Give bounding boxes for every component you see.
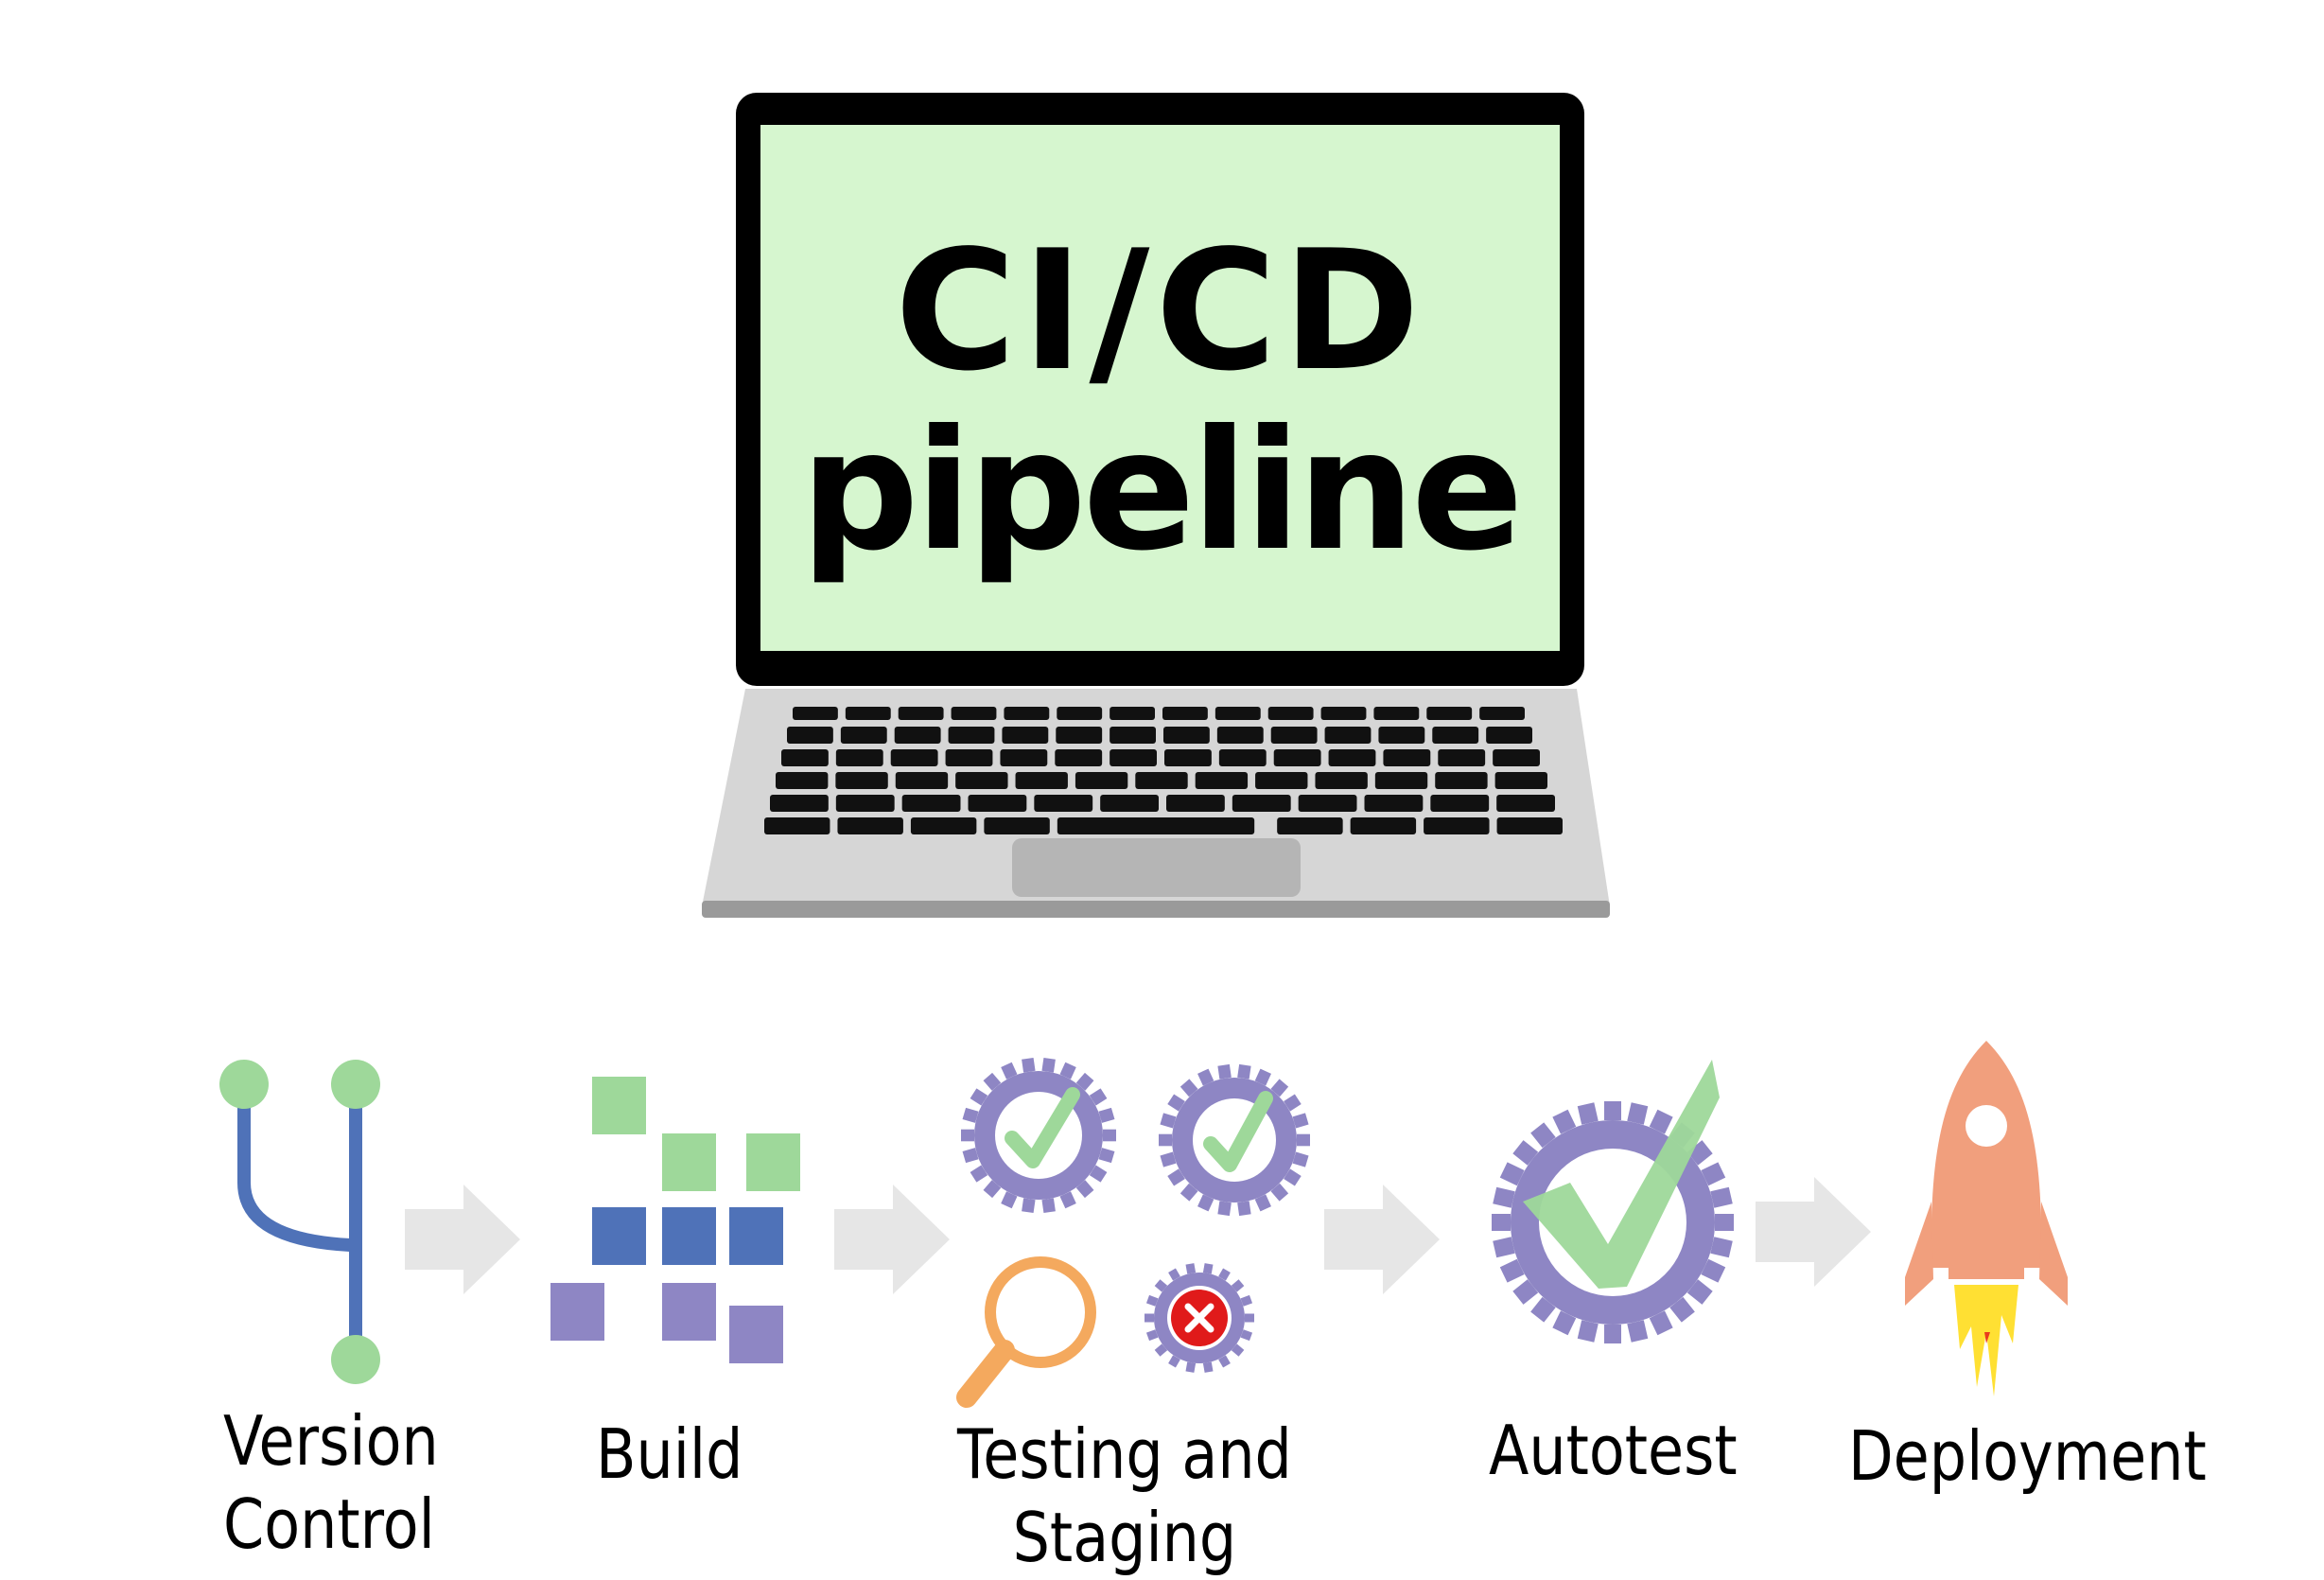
build-blocks-icon — [550, 1077, 800, 1363]
arrow-icon — [1756, 1177, 1871, 1287]
gear-check-icon — [1159, 1063, 1310, 1217]
arrow-icon — [405, 1185, 520, 1294]
stage-label-autotest: Autotest — [1489, 1411, 1738, 1490]
rocket-icon — [1905, 1041, 2068, 1396]
laptop-screen: CI/CD pipeline — [760, 125, 1560, 651]
stage-label-testing-staging: Testing and Staging — [957, 1414, 1292, 1577]
gear-check-icon — [1492, 1060, 1734, 1343]
gear-fail-icon — [1145, 1263, 1254, 1373]
stage-label-version-control: Version Control — [223, 1401, 439, 1564]
arrow-icon — [834, 1185, 950, 1294]
arrow-icon — [1324, 1185, 1440, 1294]
stage-label-deployment: Deployment — [1848, 1416, 2207, 1496]
git-branch-icon — [219, 1060, 380, 1384]
screen-title-line1: CI/CD — [894, 216, 1426, 408]
gear-check-icon — [961, 1057, 1116, 1214]
magnifier-icon — [956, 1256, 1096, 1408]
gears-magnifier-icon — [956, 1057, 1310, 1408]
stage-label-build: Build — [596, 1414, 743, 1494]
laptop-illustration: CI/CD pipeline — [702, 93, 1610, 918]
screen-title-line2: pipeline — [800, 395, 1523, 588]
